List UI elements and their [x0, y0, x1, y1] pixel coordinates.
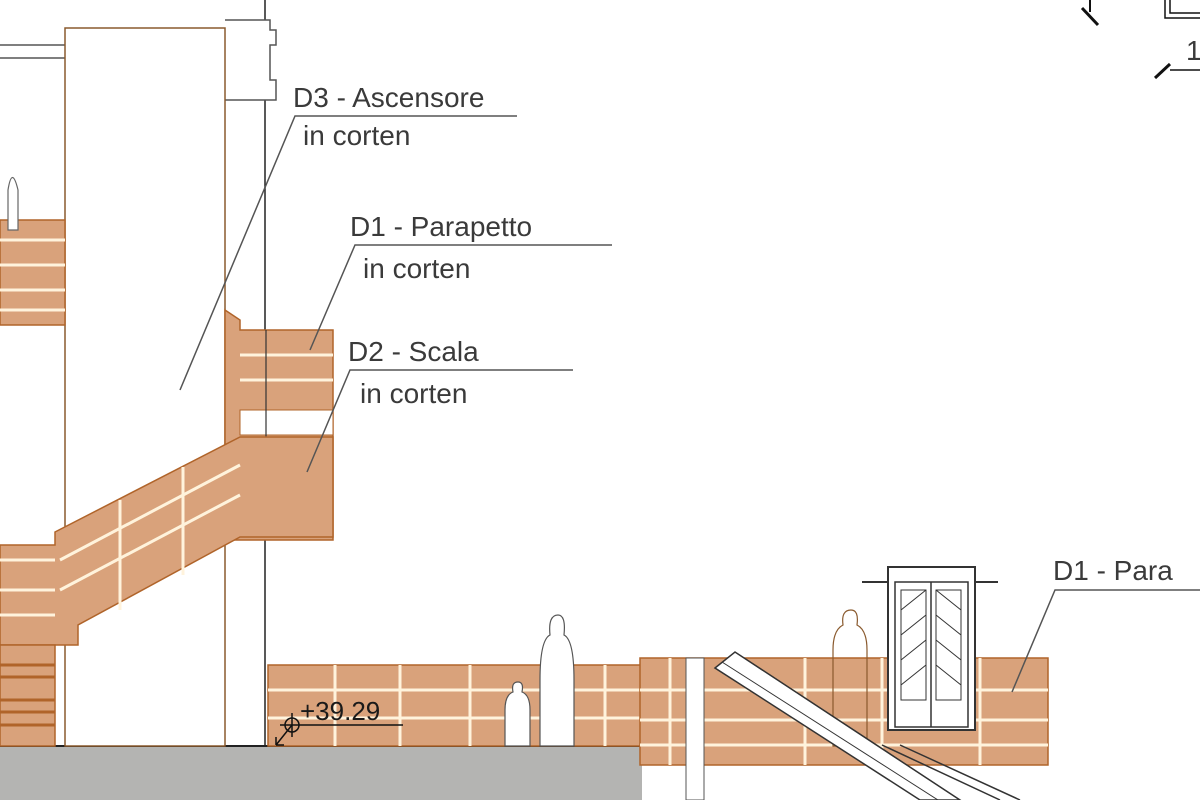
- cornice: [225, 19, 277, 101]
- person-silhouette-icon: [832, 609, 868, 747]
- parapet-ground: [267, 614, 643, 747]
- callout-d2: D2 - Scala in corten: [306, 336, 573, 473]
- level-marker: +39.29: [275, 696, 403, 746]
- callout-d1-title: D1 - Parapetto: [350, 211, 532, 242]
- callout-d2-title: D2 - Scala: [348, 336, 479, 367]
- parapet-left-upper: [0, 176, 66, 326]
- callout-d3-subtitle: in corten: [303, 120, 410, 151]
- level-value: +39.29: [300, 696, 380, 726]
- ramp: [713, 651, 1021, 800]
- callout-d3-title: D3 - Ascensore: [293, 82, 484, 113]
- section-mark: 1: [1080, 0, 1200, 80]
- diagonal-stair: [0, 436, 334, 747]
- callout-d1: D1 - Parapetto in corten: [309, 211, 612, 351]
- callout-d1-subtitle: in corten: [363, 253, 470, 284]
- callout-d2-subtitle: in corten: [360, 378, 467, 409]
- callout-d1-right-title: D1 - Para: [1053, 555, 1173, 586]
- parapet-right: [639, 609, 1049, 800]
- callout-d3: D3 - Ascensore in corten: [179, 82, 517, 391]
- door: [862, 566, 998, 731]
- ground: [0, 746, 642, 800]
- child-silhouette-icon: [504, 681, 531, 747]
- person-silhouette-icon: [539, 614, 575, 747]
- section-ref-number: 1: [1186, 35, 1200, 66]
- person-silhouette-icon: [7, 176, 19, 231]
- callout-d1-right: D1 - Para: [1011, 555, 1200, 693]
- elevator-tower: [64, 27, 226, 747]
